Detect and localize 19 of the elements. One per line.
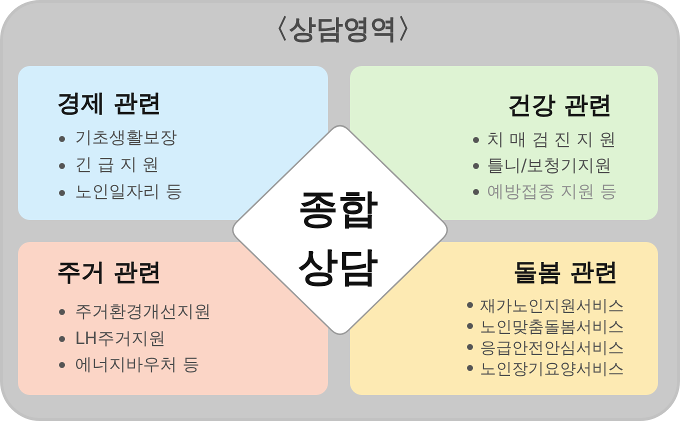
center-label: 종합 상담 [298, 185, 378, 292]
category-heading: 돌봄 관련 [514, 257, 618, 287]
category-heading: 주거 관련 [57, 257, 162, 287]
list-item: LH주거지원 [75, 328, 166, 350]
list-item: 재가노인지원서비스 [480, 294, 624, 316]
category-heading: 건강 관련 [508, 90, 612, 120]
list-item: 에너지바우처 등 [75, 354, 200, 377]
list-item: 응급안전안심서비스 [480, 336, 624, 358]
list-item: 주거환경개선지원 [75, 301, 211, 324]
list-item: 노인일자리 등 [75, 181, 182, 204]
list-item: 긴 급 지 원 [75, 154, 160, 177]
list-item: 기초생활보장 [75, 127, 177, 150]
list-item: 틀니/보청기지원 [487, 155, 612, 178]
panel-title: 〈상담영역〉 [262, 13, 424, 47]
list-item: 노인맞춤돌봄서비스 [480, 316, 624, 336]
list-item: 예방접종 지원 등 [487, 181, 617, 204]
category-heading: 경제 관련 [57, 88, 162, 118]
list-item: 노인장기요양서비스 [480, 358, 624, 378]
list-item: 치 매 검 진 지 원 [487, 129, 616, 152]
